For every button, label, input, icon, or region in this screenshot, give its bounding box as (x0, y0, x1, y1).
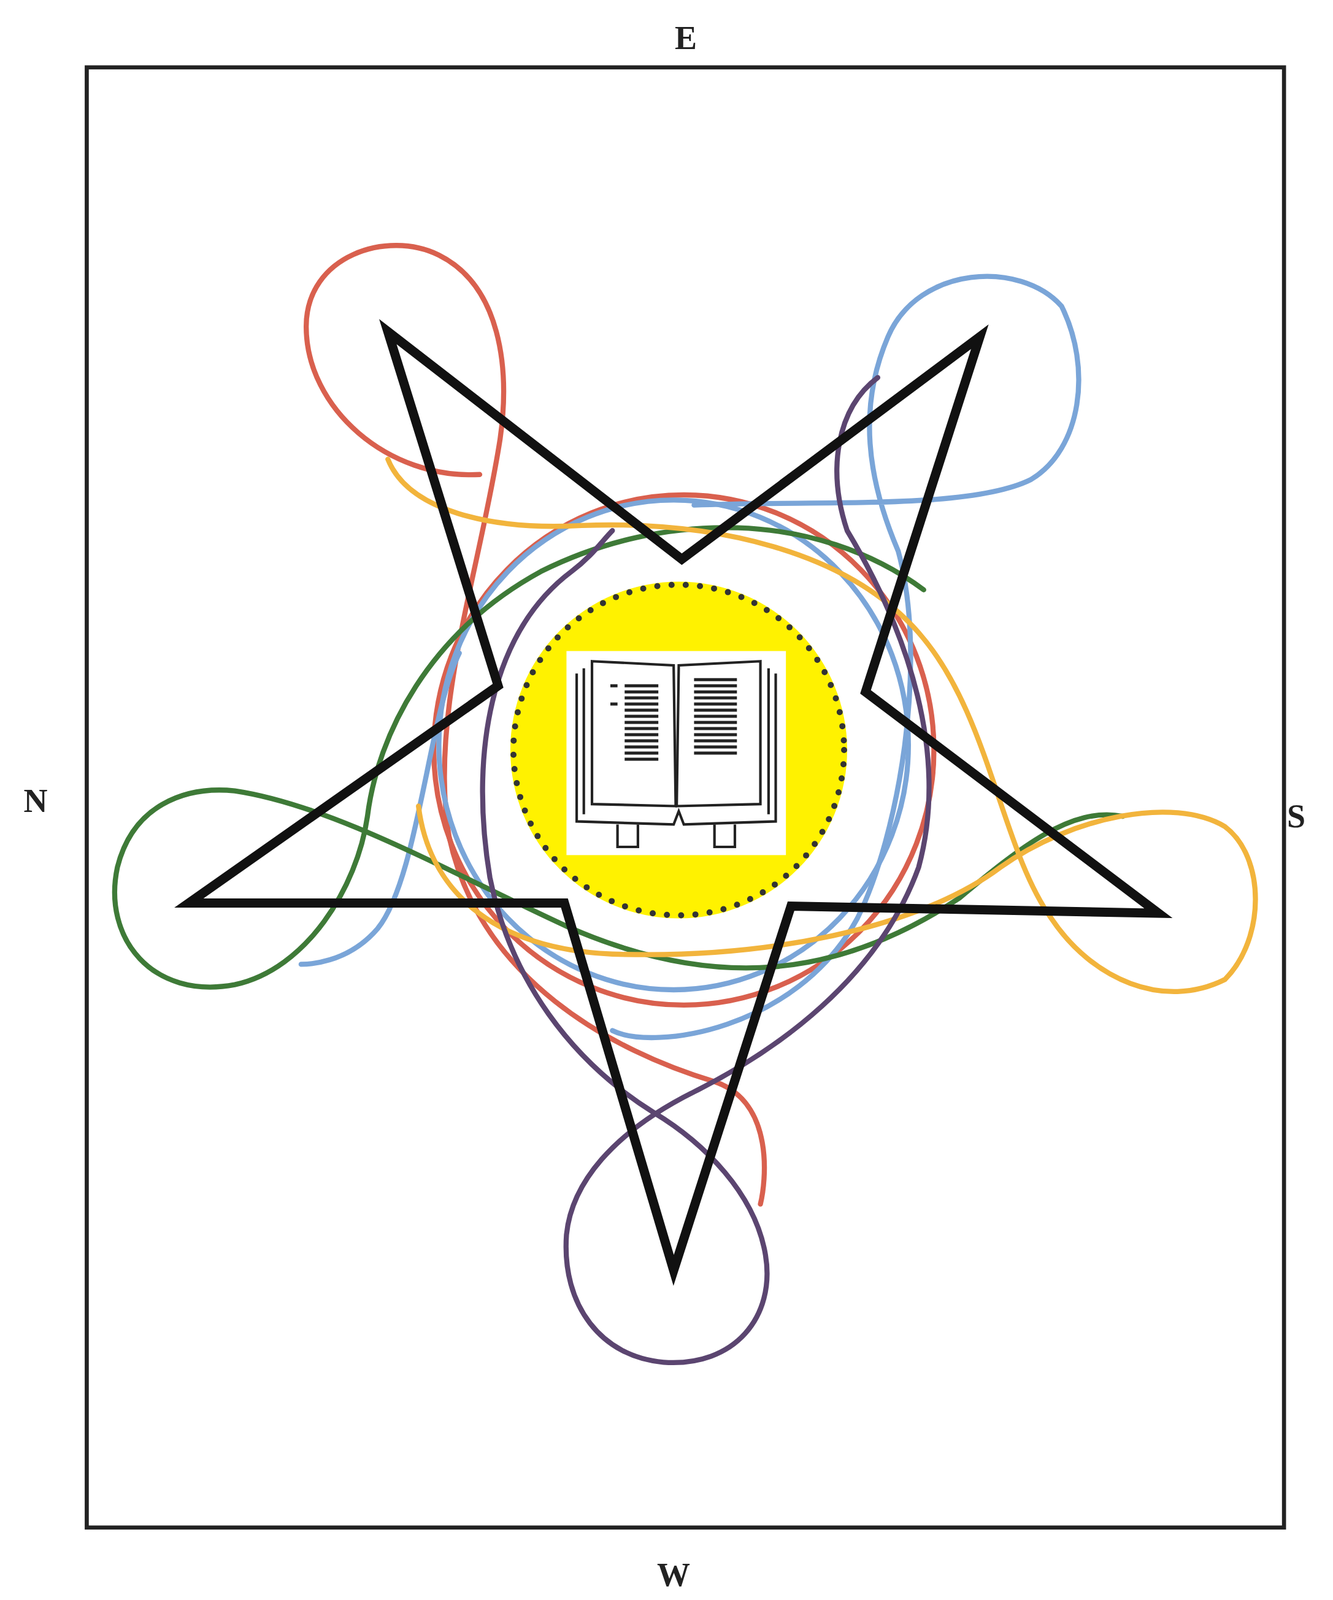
dotted-border (513, 584, 845, 916)
colored-paths (114, 245, 1256, 1364)
book-text-lines (610, 679, 737, 760)
book-panel (566, 651, 786, 856)
book-cover (576, 673, 776, 825)
room-border (86, 67, 1284, 1529)
open-book (576, 661, 776, 848)
compass-label: S (1286, 799, 1306, 834)
compass-label: W (656, 1558, 691, 1592)
yellow-altar (510, 581, 848, 919)
book-ribbons (617, 824, 735, 848)
book-right-page (676, 661, 761, 807)
purple-line (482, 377, 930, 1364)
book-left-page (591, 661, 676, 807)
five-point-star (188, 331, 1159, 1272)
green-line (114, 527, 1123, 988)
green-path (114, 527, 1123, 988)
purple-path (482, 377, 930, 1364)
book-edges (583, 668, 769, 815)
compass-label: N (23, 784, 48, 818)
compass-label: E (674, 21, 697, 55)
red-path (306, 245, 934, 1205)
